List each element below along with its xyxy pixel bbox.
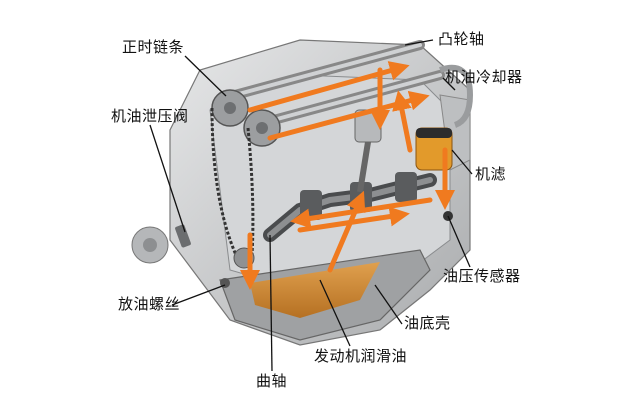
label-drain-plug: 放油螺丝 [118, 295, 181, 313]
oil-pool [250, 262, 380, 318]
label-timing-chain: 正时链条 [122, 38, 185, 56]
drain-plug-shape [220, 278, 230, 288]
label-oil-cooler: 机油冷却器 [445, 68, 523, 86]
label-oil-filter: 机滤 [475, 165, 507, 183]
label-camshaft: 凸轮轴 [438, 30, 485, 48]
oil-flow-paths [240, 61, 455, 290]
label-engine-oil: 发动机润滑油 [314, 347, 408, 365]
label-relief-valve: 机油泄压阀 [111, 107, 189, 125]
label-pressure-sensor: 油压传感器 [443, 267, 521, 285]
pressure-sensor-shape [443, 211, 453, 221]
label-oil-pan: 油底壳 [404, 314, 451, 332]
label-crankshaft: 曲轴 [256, 372, 288, 390]
oil-cooler-pipe [439, 64, 474, 128]
camshafts [230, 40, 445, 130]
